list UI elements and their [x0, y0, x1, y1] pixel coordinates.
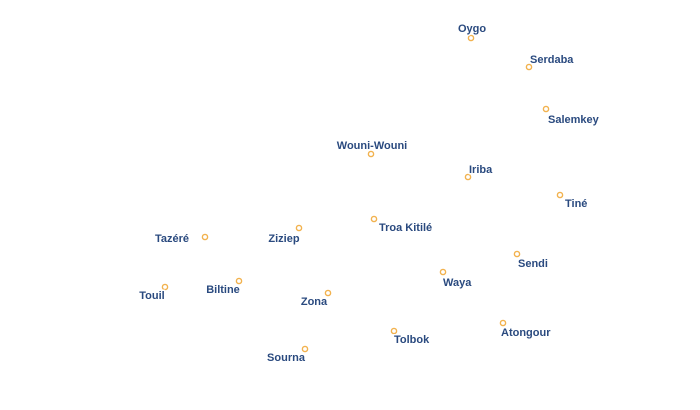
place-label: Wouni-Wouni: [337, 140, 407, 152]
place-touil: Touil: [138, 283, 169, 304]
place-label: Ziziep: [268, 233, 299, 245]
place-ziziep: Ziziep: [267, 224, 303, 247]
place-label: Zona: [301, 296, 328, 308]
place-marker: [301, 345, 309, 353]
place-label: Sourna: [267, 352, 306, 364]
place-troa-kitile: Troa Kitilé: [370, 215, 434, 236]
place-label: Troa Kitilé: [379, 222, 432, 234]
place-label: Tiné: [565, 198, 587, 210]
place-label: Serdaba: [530, 54, 574, 66]
place-atongour: Atongour: [499, 319, 553, 341]
place-marker: [370, 215, 378, 223]
place-label: Touil: [139, 290, 164, 302]
place-marker: [499, 319, 507, 327]
place-tolbok: Tolbok: [390, 327, 432, 348]
place-serdaba: Serdaba: [525, 53, 576, 71]
place-label: Salemkey: [548, 114, 600, 126]
place-sourna: Sourna: [266, 345, 309, 366]
place-label: Sendi: [518, 258, 548, 270]
place-marker: [295, 224, 303, 232]
place-label: Biltine: [206, 284, 240, 296]
place-label: Oygo: [458, 23, 486, 35]
place-zona: Zona: [299, 289, 332, 310]
place-label: Tolbok: [394, 334, 430, 346]
place-marker: [467, 34, 475, 42]
place-marker: [542, 105, 550, 113]
place-marker: [324, 289, 332, 297]
place-marker: [439, 268, 447, 276]
place-marker: [513, 250, 521, 258]
place-biltine: Biltine: [205, 277, 243, 298]
place-marker: [235, 277, 243, 285]
place-iriba: Iriba: [464, 163, 495, 181]
place-sendi: Sendi: [513, 250, 549, 272]
place-label: Waya: [443, 277, 472, 289]
place-tazere: Tazéré: [153, 232, 209, 247]
place-salemkey: Salemkey: [542, 105, 601, 128]
place-marker: [201, 233, 209, 241]
place-label: Tazéré: [155, 233, 189, 245]
place-wouni-wouni: Wouni-Wouni: [335, 139, 409, 158]
place-marker: [390, 327, 398, 335]
place-marker: [367, 150, 375, 158]
place-tine: Tiné: [556, 191, 589, 212]
place-marker: [556, 191, 564, 199]
place-waya: Waya: [439, 268, 474, 291]
place-marker: [464, 173, 472, 181]
place-oygo: Oygo: [456, 22, 488, 42]
place-marker: [525, 63, 533, 71]
place-label: Iriba: [469, 164, 493, 176]
place-marker: [161, 283, 169, 291]
place-label: Atongour: [501, 327, 551, 339]
